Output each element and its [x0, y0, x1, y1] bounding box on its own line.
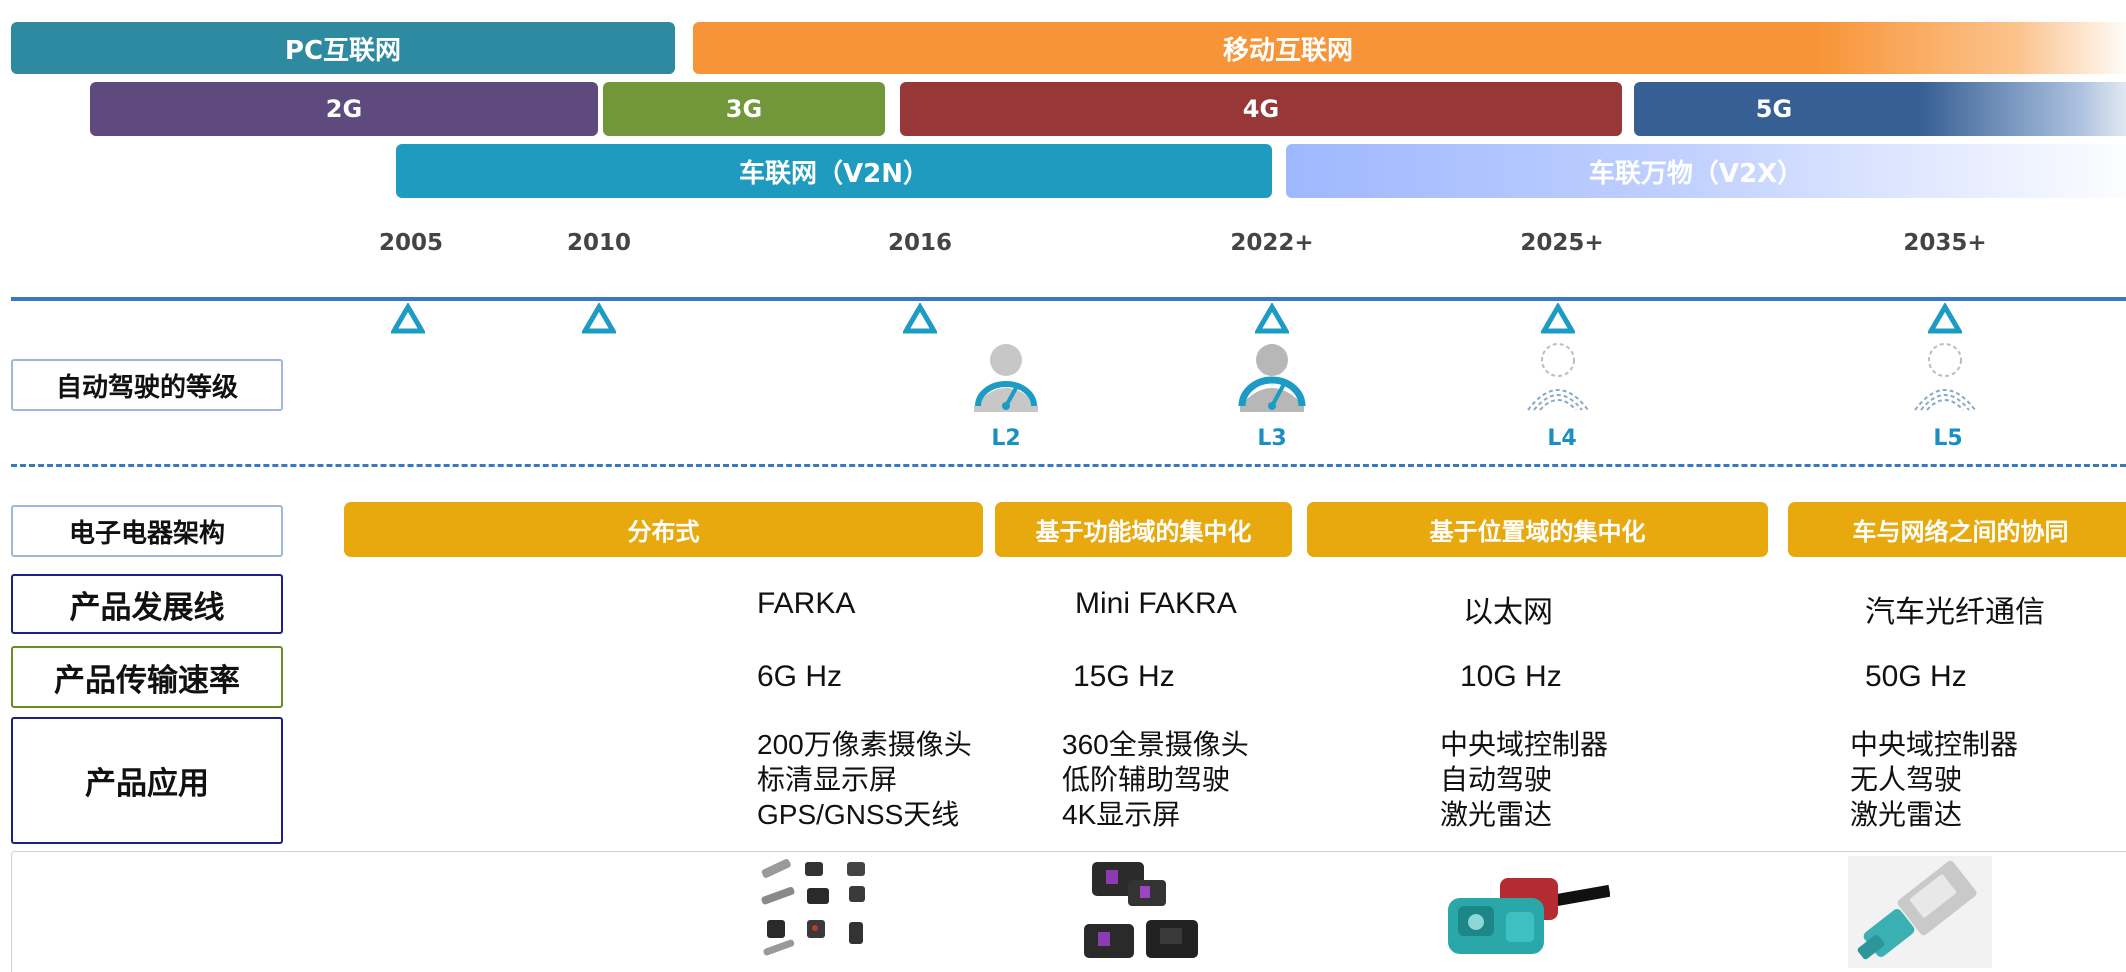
year-2016: 2016 — [887, 230, 952, 256]
architecture-stage-function-domain: 基于功能域的集中化 — [995, 502, 1292, 557]
application-group: 200万像素摄像头 标清显示屏 GPS/GNSS天线 — [757, 727, 972, 832]
triangle-marker-icon — [1541, 303, 1575, 334]
v2x-bar: 车联万物（V2X） — [1286, 144, 2126, 198]
application-item: 自动驾驶 — [1440, 764, 1553, 795]
year-2005: 2005 — [378, 230, 443, 256]
section-divider — [11, 464, 2126, 467]
application-item: 低阶辅助驾驶 — [1062, 764, 1231, 795]
transfer-rate-label: 产品传输速率 — [11, 646, 283, 708]
product-images-box — [11, 851, 2126, 972]
application-label-text: 产品应用 — [85, 766, 209, 802]
application-group: 中央域控制器 无人驾驶 激光雷达 — [1850, 727, 2018, 832]
timeline-line — [11, 297, 2126, 301]
triangle-marker-icon — [582, 303, 616, 334]
network-2g-bar: 2G — [90, 82, 598, 136]
transfer-rate-value: 10G Hz — [1460, 660, 1562, 693]
application-item: 激光雷达 — [1440, 799, 1553, 830]
architecture-stage-label: 分布式 — [627, 518, 700, 546]
architecture-stage-zone-domain: 基于位置域的集中化 — [1307, 502, 1768, 557]
v2n-bar: 车联网（V2N） — [396, 144, 1272, 198]
application-item: GPS/GNSS天线 — [757, 799, 960, 830]
ethernet-connector-image — [1448, 878, 1610, 954]
v2x-label: 车联万物（V2X） — [1588, 158, 1804, 189]
driver-dashed-icon — [1914, 343, 1976, 411]
application-item: 激光雷达 — [1850, 799, 1963, 830]
architecture-label: 电子电器架构 — [11, 505, 283, 557]
fakra-connectors-image — [761, 859, 865, 956]
architecture-stage-label: 基于功能域的集中化 — [1035, 518, 1252, 546]
transfer-rate-label-text: 产品传输速率 — [54, 662, 240, 699]
product-line-ethernet: 以太网 — [1463, 596, 1553, 629]
pc-internet-bar: PC互联网 — [11, 22, 675, 74]
optical-fiber-module-image — [1848, 856, 1992, 968]
year-2010: 2010 — [566, 230, 631, 256]
application-item: 中央域控制器 — [1850, 729, 2019, 760]
triangle-marker-icon — [1928, 303, 1962, 334]
level-l5: L5 — [1933, 426, 1963, 451]
product-line-optical: 汽车光纤通信 — [1865, 596, 2045, 629]
network-3g-label: 3G — [725, 95, 763, 123]
pc-internet-label: PC互联网 — [284, 35, 402, 66]
architecture-stage-distributed: 分布式 — [344, 502, 983, 557]
autonomy-level-label-text: 自动驾驶的等级 — [55, 372, 238, 403]
application-item: 200万像素摄像头 — [757, 729, 972, 760]
transfer-rate-value: 6G Hz — [757, 660, 843, 693]
driver-steering-icon — [1238, 344, 1306, 412]
year-2022: 2022+ — [1230, 230, 1314, 256]
driver-steering-icon — [974, 344, 1038, 412]
year-2025: 2025+ — [1520, 230, 1604, 256]
application-item: 4K显示屏 — [1062, 799, 1181, 830]
application-item: 无人驾驶 — [1850, 764, 1963, 795]
driver-dashed-icon — [1527, 343, 1589, 411]
application-item: 360全景摄像头 — [1062, 729, 1249, 760]
year-2035: 2035+ — [1903, 230, 1987, 256]
triangle-marker-icon — [903, 303, 937, 334]
network-5g-bar: 5G — [1634, 82, 2126, 136]
mobile-internet-label: 移动互联网 — [1222, 35, 1353, 66]
product-line-fakra: FARKA — [757, 587, 856, 620]
application-item: 标清显示屏 — [757, 764, 898, 795]
triangle-marker-icon — [391, 303, 425, 334]
network-5g-label: 5G — [1755, 95, 1793, 123]
architecture-stage-vehicle-network: 车与网络之间的协同 — [1788, 502, 2126, 557]
network-4g-label: 4G — [1242, 95, 1280, 123]
autonomy-level-label: 自动驾驶的等级 — [11, 359, 283, 411]
mobile-internet-bar: 移动互联网 — [693, 22, 2126, 74]
product-line-label-text: 产品发展线 — [69, 589, 225, 626]
level-l3: L3 — [1257, 426, 1287, 451]
mini-fakra-connectors-image — [1084, 862, 1198, 958]
application-group: 中央域控制器 自动驾驶 激光雷达 — [1440, 727, 1608, 832]
architecture-stage-label: 基于位置域的集中化 — [1429, 518, 1646, 546]
network-4g-bar: 4G — [900, 82, 1622, 136]
v2n-label: 车联网（V2N） — [739, 158, 929, 189]
product-line-mini-fakra: Mini FAKRA — [1075, 587, 1237, 620]
transfer-rate-value: 15G Hz — [1073, 660, 1175, 693]
level-l2: L2 — [991, 426, 1021, 451]
application-item: 中央域控制器 — [1440, 729, 1609, 760]
application-group: 360全景摄像头 低阶辅助驾驶 4K显示屏 — [1062, 727, 1249, 832]
architecture-label-text: 电子电器架构 — [68, 518, 225, 549]
product-line-label: 产品发展线 — [11, 574, 283, 634]
architecture-stage-label: 车与网络之间的协同 — [1852, 518, 2069, 546]
network-3g-bar: 3G — [603, 82, 885, 136]
application-label: 产品应用 — [11, 717, 283, 844]
level-l4: L4 — [1547, 426, 1577, 451]
triangle-marker-icon — [1255, 303, 1289, 334]
transfer-rate-value: 50G Hz — [1865, 660, 1967, 693]
network-2g-label: 2G — [325, 95, 363, 123]
